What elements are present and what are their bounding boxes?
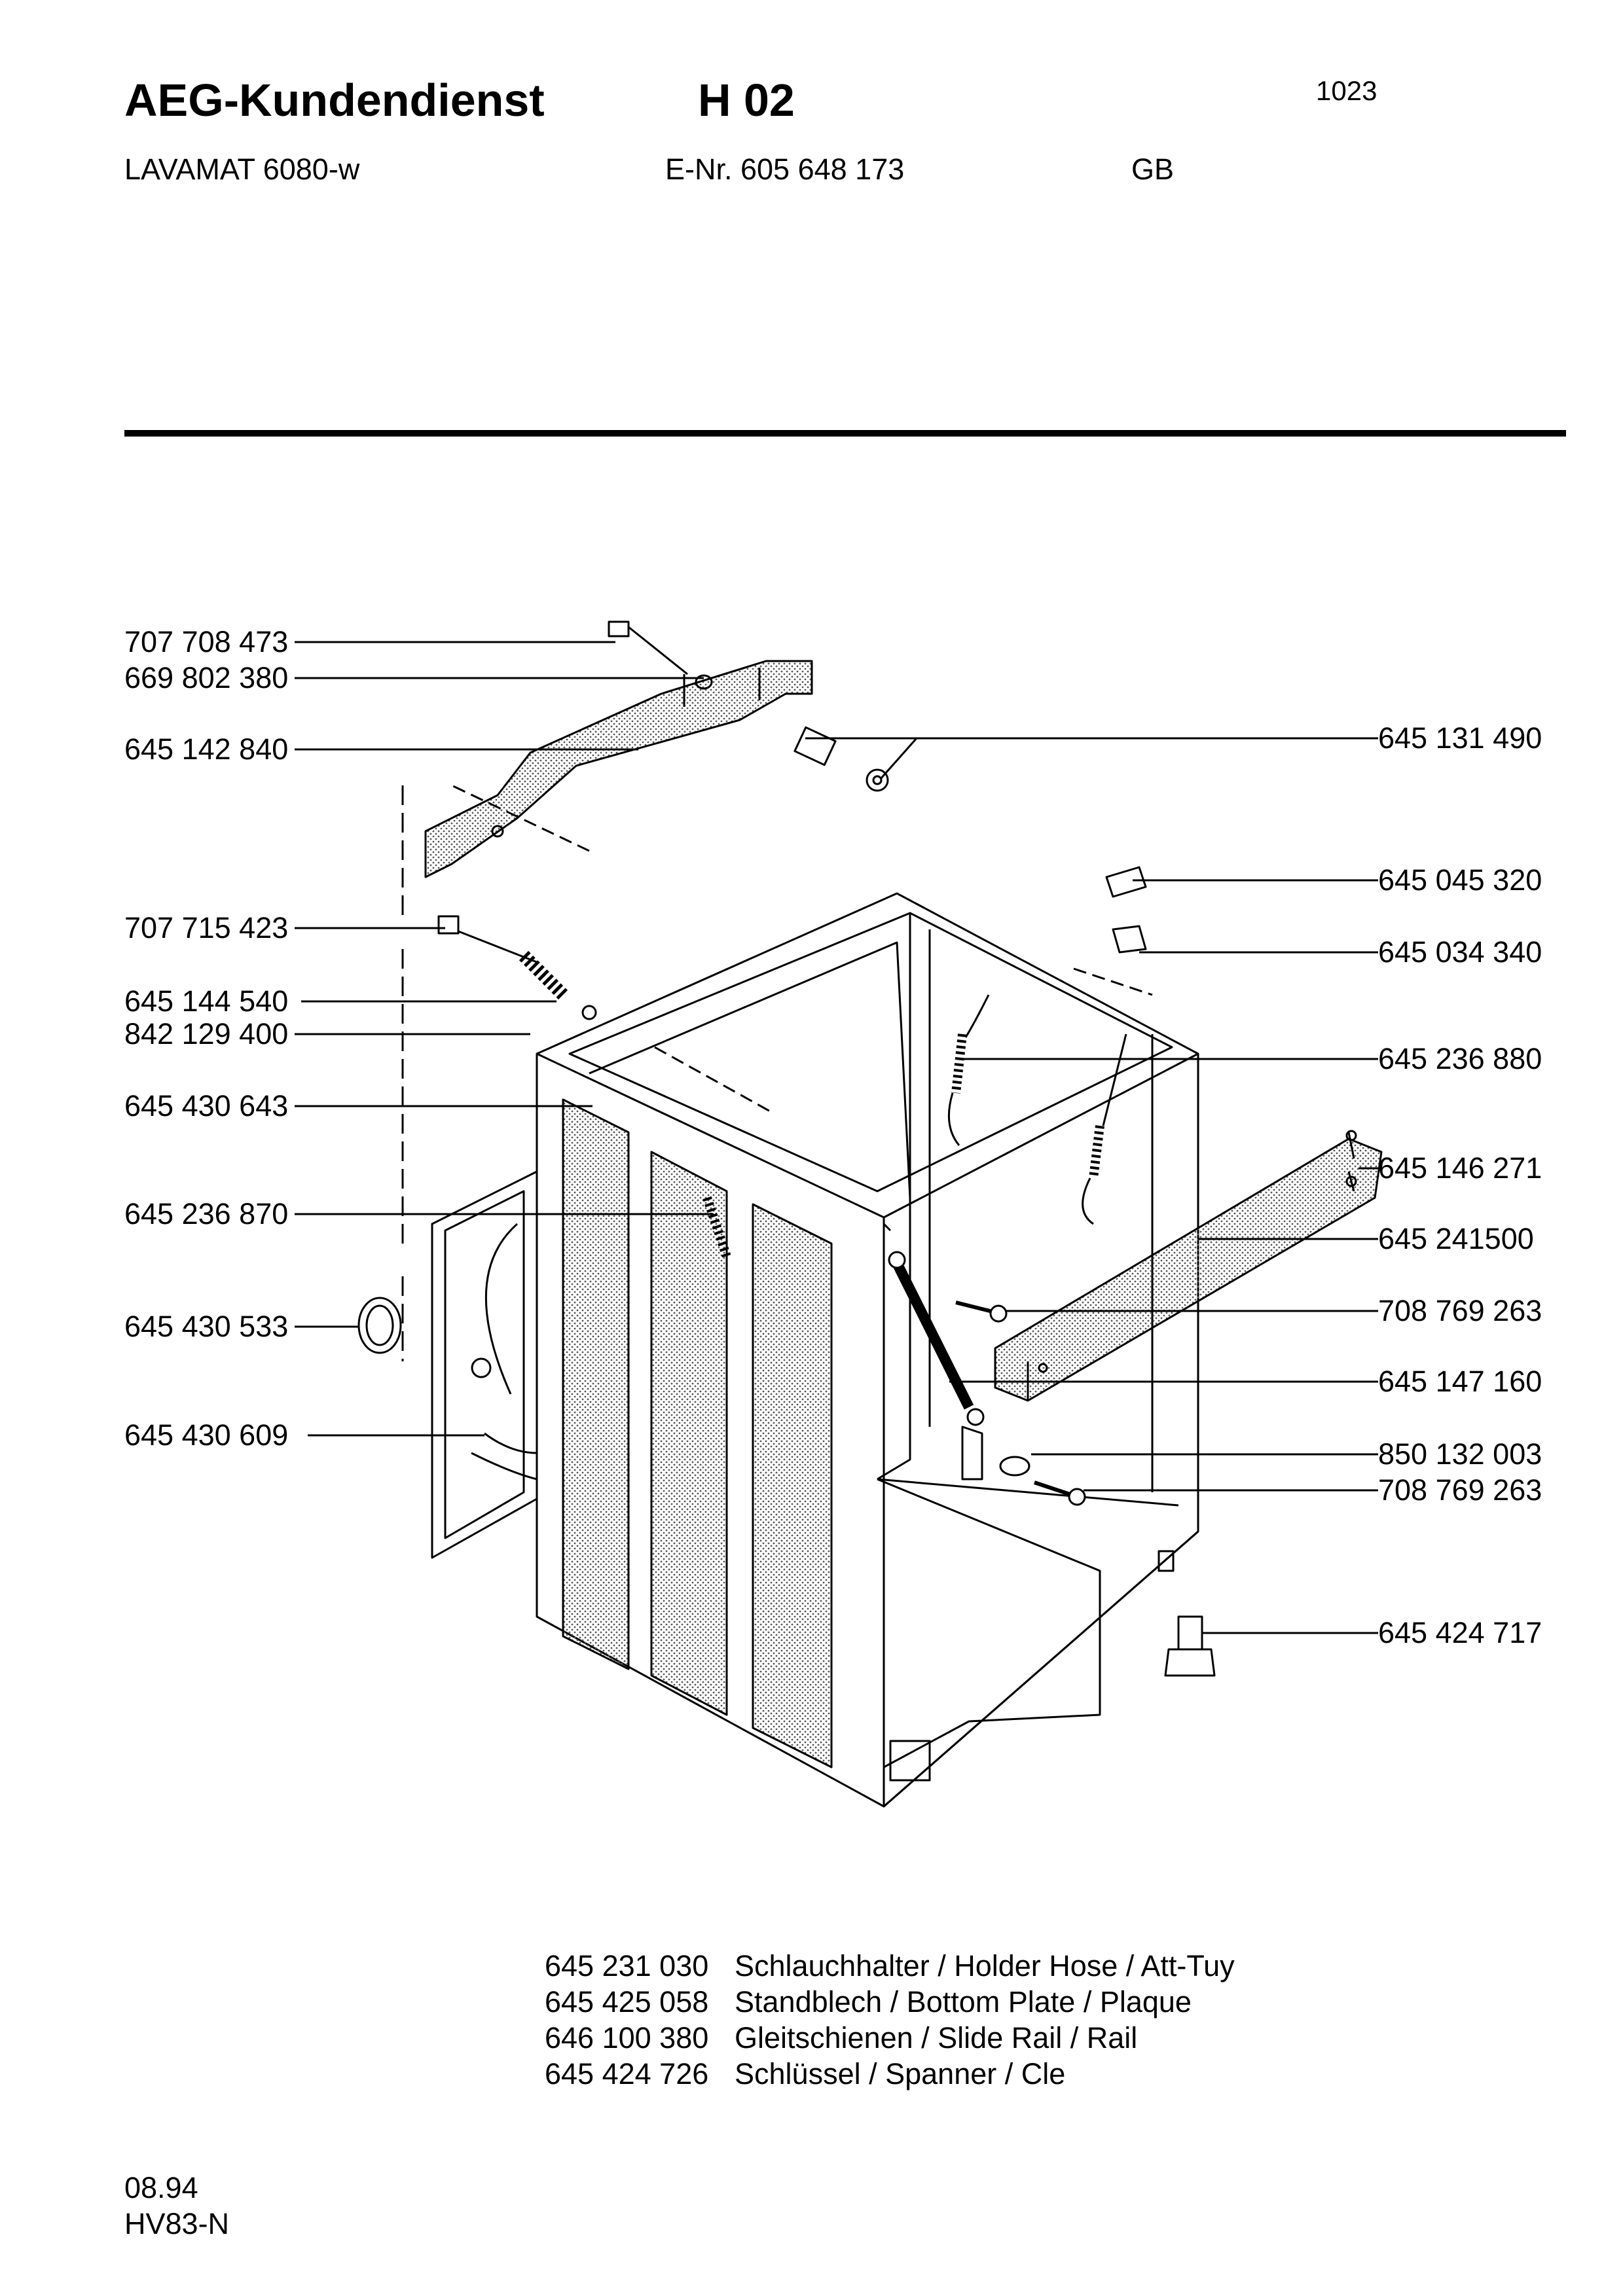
list-item: 646 100 380 Gleitschienen / Slide Rail / … xyxy=(545,2020,1235,2056)
front-panel-right xyxy=(752,1203,833,1768)
part-label-right: 645 034 340 xyxy=(1378,935,1542,969)
part-label-right: 645 045 320 xyxy=(1378,863,1542,897)
part-label-left: 669 802 380 xyxy=(124,661,289,694)
group-code: H 02 xyxy=(698,75,795,126)
part-label-left: 707 708 473 xyxy=(124,625,289,658)
part-label-right: 708 769 263 xyxy=(1378,1294,1542,1327)
part-label-left: 645 430 533 xyxy=(124,1310,289,1343)
part-number: 645 231 030 xyxy=(545,1949,709,1982)
cabinet-side xyxy=(883,1052,1199,1808)
footer-doc-code: HV83-N xyxy=(124,2207,230,2240)
part-label-left: 842 129 400 xyxy=(124,1017,289,1050)
front-panel-mid xyxy=(650,1151,728,1716)
part-label-right: 645 241500 xyxy=(1378,1222,1534,1255)
part-label-left: 645 144 540 xyxy=(124,984,289,1018)
base-tray xyxy=(877,1473,1199,1808)
page-number: 1023 xyxy=(1316,75,1377,106)
spring-left xyxy=(702,1196,731,1259)
adjustable-foot xyxy=(1177,1615,1203,1651)
part-description: Schlüssel / Spanner / Cle xyxy=(735,2057,1066,2090)
model-name: LAVAMAT 6080-w xyxy=(124,152,360,186)
list-item: 645 424 726 Schlüssel / Spanner / Cle xyxy=(545,2056,1235,2092)
part-description: Schlauchhalter / Holder Hose / Att-Tuy xyxy=(735,1949,1235,1982)
door-frame xyxy=(431,1170,538,1559)
part-label-right: 645 424 717 xyxy=(1378,1616,1542,1649)
part-description: Standblech / Bottom Plate / Plaque xyxy=(735,1985,1192,2018)
brand-title: AEG-Kundendienst xyxy=(124,75,545,126)
long-screw xyxy=(445,925,538,963)
country-code: GB xyxy=(1131,152,1175,186)
part-label-right: 645 146 271 xyxy=(1378,1151,1542,1185)
clip-lower xyxy=(1112,925,1147,954)
part-label-left: 645 430 643 xyxy=(124,1089,289,1122)
e-number: E-Nr. 605 648 173 xyxy=(665,152,905,186)
part-label-left: 645 236 870 xyxy=(124,1197,289,1230)
part-label-left: 645 430 609 xyxy=(124,1418,289,1452)
list-item: 645 231 030 Schlauchhalter / Holder Hose … xyxy=(545,1948,1235,1984)
spring-rear-2 xyxy=(1089,1125,1104,1179)
header-rule xyxy=(124,430,1566,437)
shock-absorber xyxy=(892,1261,974,1410)
list-item: 645 425 058 Standblech / Bottom Plate / P… xyxy=(545,1984,1235,2020)
part-number: 645 424 726 xyxy=(545,2057,709,2090)
clip-upper xyxy=(1105,866,1147,898)
footer-date: 08.94 xyxy=(124,2171,198,2204)
part-label-right: 645 147 160 xyxy=(1378,1365,1542,1398)
part-label-right: 708 769 263 xyxy=(1378,1473,1542,1507)
part-label-right: 850 132 003 xyxy=(1378,1437,1542,1471)
extra-parts-list: 645 231 030 Schlauchhalter / Holder Hose … xyxy=(545,1948,1235,2092)
part-label-left: 707 715 423 xyxy=(124,911,289,944)
slide-rail xyxy=(994,1138,1383,1402)
part-number: 645 425 058 xyxy=(545,1985,709,2018)
part-label-right: 645 131 490 xyxy=(1378,721,1542,755)
part-description: Gleitschienen / Slide Rail / Rail xyxy=(735,2021,1138,2054)
cabinet-top xyxy=(536,892,1199,1055)
part-number: 646 100 380 xyxy=(545,2021,709,2054)
front-panel-left xyxy=(562,1098,630,1670)
top-strut xyxy=(424,660,813,878)
spring-rear-1 xyxy=(951,1033,967,1094)
part-label-right: 645 236 880 xyxy=(1378,1042,1542,1075)
part-label-left: 645 142 840 xyxy=(124,732,289,766)
